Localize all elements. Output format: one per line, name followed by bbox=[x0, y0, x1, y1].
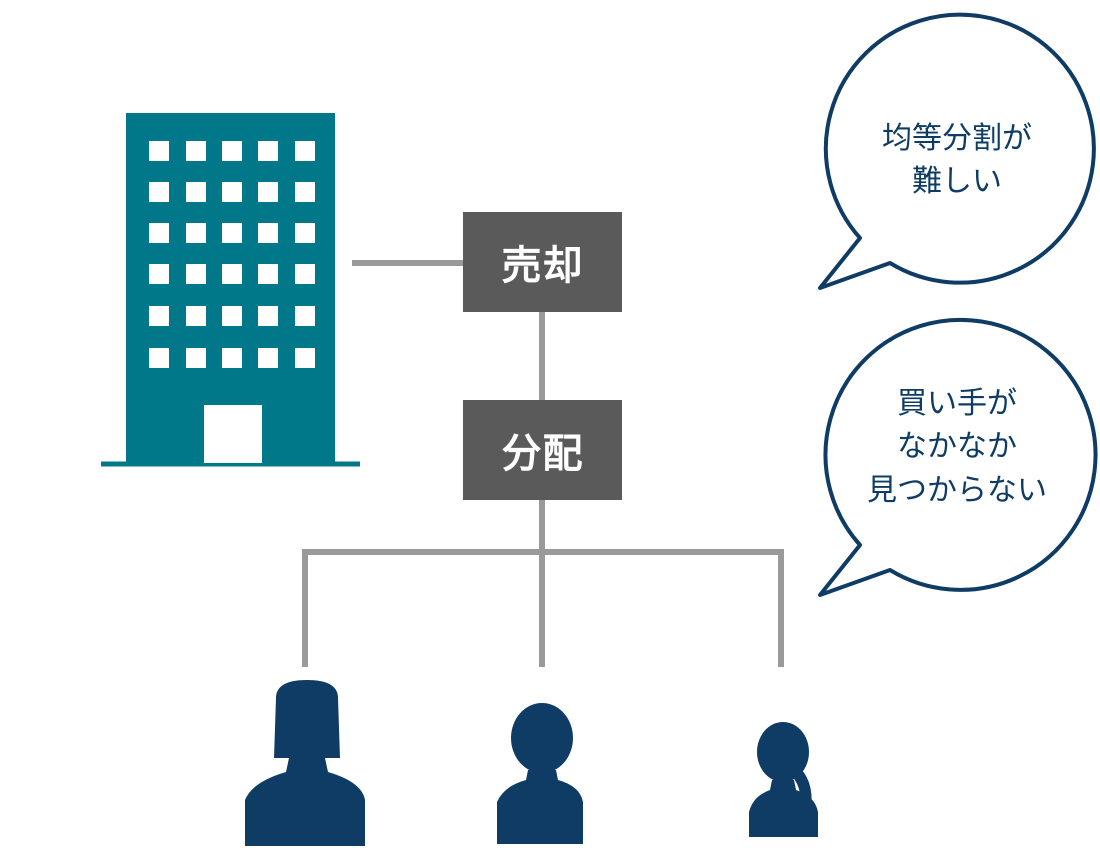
building-door bbox=[204, 405, 262, 463]
person-short-hair-icon bbox=[497, 703, 583, 844]
person-long-hair-icon bbox=[245, 680, 365, 846]
speech-bubble-bottom bbox=[818, 317, 1098, 597]
distribution-node-box bbox=[463, 400, 622, 500]
building-windows bbox=[149, 141, 315, 368]
sale-node-box bbox=[463, 212, 622, 312]
person-ponytail-icon bbox=[749, 722, 818, 837]
speech-bubble-top bbox=[818, 12, 1096, 290]
connector-lines bbox=[302, 260, 784, 667]
office-building-icon bbox=[101, 113, 360, 467]
